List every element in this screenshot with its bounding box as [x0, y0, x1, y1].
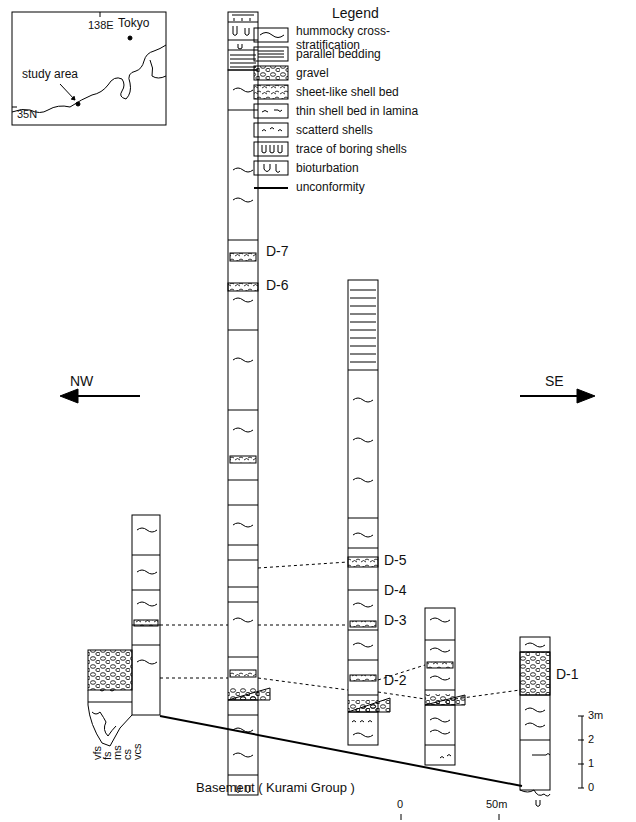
hcs-mark — [430, 718, 450, 722]
label: D-2 — [384, 673, 407, 688]
label: D-6 — [266, 278, 289, 293]
hcs-mark — [353, 533, 373, 537]
hcs-mark — [233, 753, 253, 757]
hcs-mark — [353, 603, 373, 607]
hcs-mark — [353, 438, 373, 442]
label: Basement ( Kurami Group ) — [196, 781, 355, 795]
label: SE — [545, 374, 564, 389]
label: D-3 — [384, 613, 407, 628]
label: D-4 — [384, 583, 407, 598]
hcs-mark — [430, 730, 450, 734]
hcs-mark — [137, 602, 157, 606]
label: 3m — [588, 709, 603, 721]
hcs-mark — [137, 528, 157, 532]
label: 2 — [588, 733, 594, 745]
hcs-mark — [353, 398, 373, 402]
hcs-mark — [233, 198, 253, 202]
label: 138E — [88, 19, 114, 31]
label: NW — [70, 374, 93, 389]
label: D-1 — [556, 667, 579, 682]
label: 1 — [588, 757, 594, 769]
hcs-mark — [525, 643, 545, 647]
hcs-mark — [233, 523, 253, 527]
legend-text: bioturbation — [296, 162, 359, 176]
hcs-mark — [233, 618, 253, 622]
label: D-5 — [384, 553, 407, 568]
label: D-7 — [266, 244, 289, 259]
hcs-mark — [430, 618, 450, 622]
label: 0 — [588, 781, 594, 793]
hcs-mark — [525, 723, 545, 727]
hcs-mark — [233, 168, 253, 172]
legend-text: gravel — [296, 67, 329, 81]
hcs-mark — [353, 643, 373, 647]
legend-text: trace of boring shells — [296, 143, 407, 157]
hcs-mark — [430, 676, 450, 680]
label: 50m — [486, 798, 507, 810]
hcs-mark — [353, 733, 373, 737]
hcs-mark — [233, 298, 253, 302]
legend-text: thin shell bed in lamina — [296, 105, 418, 119]
hcs-mark — [233, 728, 253, 732]
label: study area — [22, 68, 78, 81]
hcs-mark — [353, 478, 373, 482]
legend-text: scatterd shells — [296, 124, 373, 138]
hcs-mark — [137, 660, 157, 664]
label: 35N — [17, 108, 37, 120]
legend-text: sheet-like shell bed — [296, 86, 399, 100]
hcs-mark — [137, 570, 157, 574]
legend-text: parallel bedding — [296, 48, 381, 62]
hcs-mark — [430, 648, 450, 652]
hcs-mark — [233, 428, 253, 432]
legend-text: unconformity — [296, 181, 365, 195]
label: Tokyo — [118, 17, 149, 30]
label: vcs — [131, 744, 143, 761]
hcs-mark — [233, 358, 253, 362]
hcs-mark — [525, 708, 545, 712]
label: Legend — [332, 6, 379, 21]
hcs-mark — [233, 88, 253, 92]
label: 0 — [397, 798, 403, 810]
